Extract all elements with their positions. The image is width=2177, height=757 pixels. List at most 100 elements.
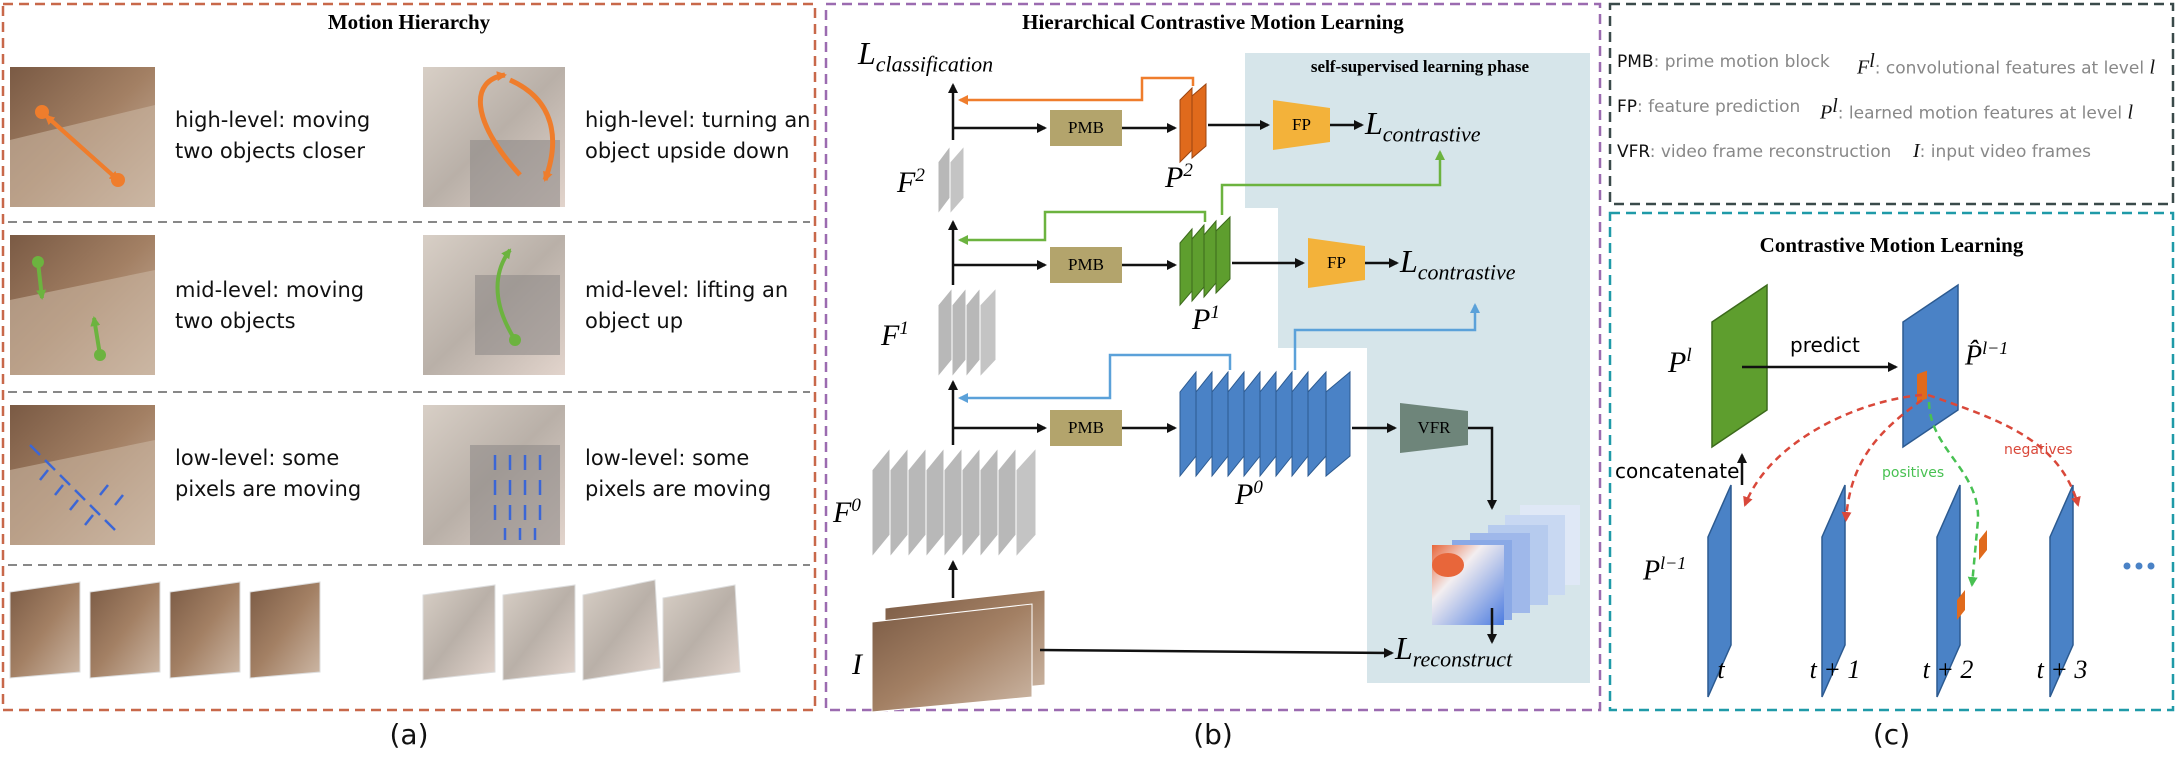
pmb-box-0	[1050, 410, 1122, 446]
level-sup: 1	[899, 318, 909, 339]
desc-line: two objects	[175, 309, 296, 333]
video-frame	[662, 584, 741, 683]
legend-text: : input video frames	[1919, 142, 2092, 162]
loss-subscript: reconstruct	[1412, 646, 1513, 672]
level-sup: 0	[851, 495, 861, 516]
vfr-box	[1400, 403, 1468, 453]
frame-t	[1707, 484, 1732, 698]
legend-key: PMB	[1617, 52, 1654, 72]
panel-a-title: Motion Hierarchy	[327, 10, 491, 34]
p-symbol: P	[1165, 161, 1184, 194]
panel-c	[1707, 283, 2155, 698]
legend-text: video frame reconstruction	[1660, 142, 1892, 162]
level-sup: l−1	[1660, 553, 1687, 573]
loss-subscript: contrastive	[1417, 259, 1516, 285]
predict-label: predict	[1790, 333, 1860, 357]
level-sup: 0	[1253, 477, 1263, 498]
loss-subscript: contrastive	[1382, 121, 1481, 147]
p1-stack	[1179, 215, 1231, 307]
thumb-low-right	[423, 405, 565, 545]
f1-label: F1	[881, 318, 909, 353]
desc-line: mid-level: lifting an	[585, 278, 789, 302]
legend-row-2: Fl: convolutional features at level l	[1857, 50, 2155, 80]
ssl-label: self-supervised learning phase	[1310, 57, 1530, 76]
ellipsis-dot	[2123, 562, 2131, 570]
level-sup: 1	[1210, 302, 1220, 323]
level-sup: 2	[1183, 160, 1193, 181]
level-sup: 2	[915, 165, 925, 186]
desc-line: low-level: some	[585, 446, 750, 470]
i-label: I	[852, 648, 862, 681]
panel-c-frame	[1608, 211, 2175, 712]
arrow-input-to-recon	[1039, 647, 1394, 658]
legend-sup: l	[1869, 50, 1875, 72]
legend-sym: F	[1857, 56, 1870, 79]
video-frame	[249, 581, 321, 679]
frame-sequence-left	[9, 581, 321, 679]
desc-low-right: low-level: some pixels are moving	[585, 443, 771, 505]
p2-stack	[1179, 82, 1207, 164]
level-sup: l−1	[1982, 338, 2009, 358]
negative-arrow-t1	[1841, 398, 1923, 522]
fp-box-2	[1273, 100, 1330, 150]
p-symbol: P	[1235, 478, 1254, 511]
legend-sup: l	[1832, 95, 1838, 117]
pmb-label-2: PMB	[1068, 118, 1104, 137]
negatives-label: negatives	[2004, 442, 2073, 458]
p-lm1-label: Pl−1	[1643, 553, 1686, 587]
loss-reconstruct: Lreconstruct	[1395, 630, 1512, 672]
p1-label: P1	[1192, 302, 1220, 337]
green-up-arrow	[1220, 150, 1445, 215]
p-l-block	[1711, 283, 1768, 449]
p-symbol: P	[1192, 303, 1211, 336]
legend-text: feature prediction	[1648, 97, 1801, 117]
loss-symbol: L	[1365, 105, 1383, 141]
desc-line: pixels are moving	[585, 477, 772, 501]
desc-line: object up	[585, 309, 684, 333]
desc-line: pixels are moving	[175, 477, 362, 501]
loss-symbol: L	[1400, 243, 1418, 279]
legend-row-3: FP: feature prediction	[1617, 97, 1801, 117]
patch-positive-2	[1957, 590, 1965, 620]
negative-arrow-t3	[1927, 393, 2081, 507]
frame-t1	[1821, 484, 1846, 698]
legend-frame	[1608, 2, 2175, 206]
p0-label: P0	[1235, 477, 1263, 512]
positives-label: positives	[1882, 465, 1945, 481]
blue-up-arrow	[1293, 303, 1480, 370]
f-symbol: F	[897, 166, 916, 199]
legend-key: VFR	[1617, 142, 1650, 162]
loss-subscript: classification	[875, 51, 994, 77]
panel-b	[871, 53, 1590, 713]
thumb-mid-left	[10, 235, 155, 375]
concatenate-label: concatenate	[1615, 459, 1740, 483]
desc-mid-right: mid-level: lifting an object up	[585, 275, 788, 337]
f0-label: F0	[833, 495, 861, 530]
time-label-t1: t + 1	[1809, 655, 1861, 684]
orange-feedback-arrow	[958, 76, 1195, 105]
blue-feedback-arrow	[958, 353, 1232, 403]
loss-contrastive-1: Lcontrastive	[1400, 243, 1516, 285]
p-symbol: P	[1668, 346, 1687, 379]
legend-key: FP	[1617, 97, 1638, 117]
panel-b-frame	[824, 2, 1602, 712]
legend-text: prime motion block	[1664, 52, 1830, 72]
frame-t2	[1936, 484, 1961, 698]
panel-a-caption: (a)	[389, 718, 429, 751]
desc-line: object upside down	[585, 139, 790, 163]
ellipsis-dot	[2135, 562, 2143, 570]
legend-row-1: PMB: prime motion block	[1617, 52, 1830, 72]
legend-sym: I	[1913, 140, 1920, 162]
input-frames	[871, 589, 1046, 713]
time-label-t: t	[1717, 655, 1725, 684]
panel-b-caption: (b)	[1193, 718, 1233, 751]
pmb-label-0: PMB	[1068, 418, 1104, 437]
pmb-box-2	[1050, 110, 1122, 146]
legend-level: l	[2127, 101, 2134, 124]
frame-t3	[2049, 484, 2074, 698]
desc-line: high-level: moving	[175, 108, 371, 132]
